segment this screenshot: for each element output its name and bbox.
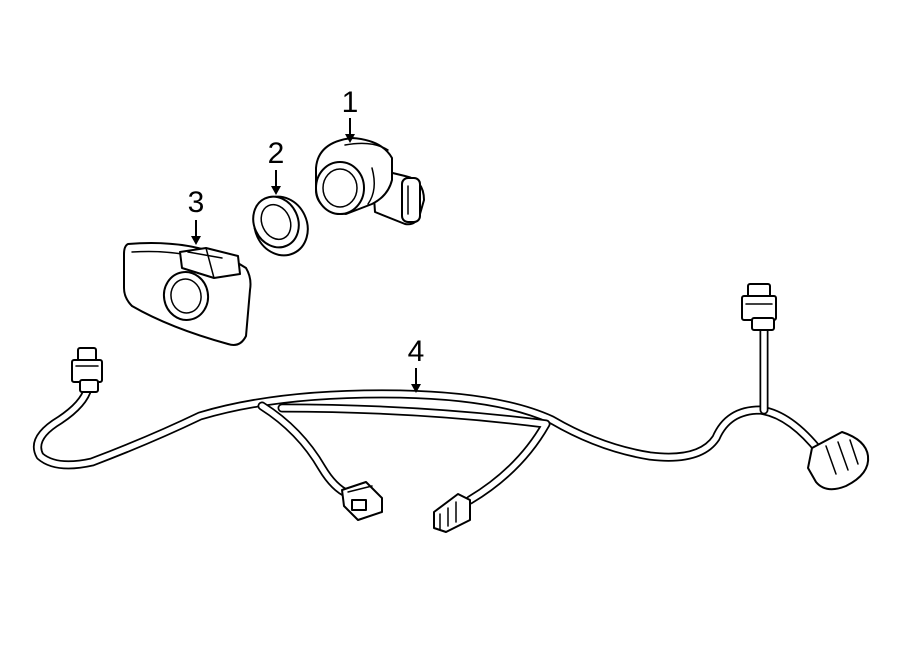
harness-connector-top-right — [741, 283, 777, 331]
part-4-wiring-harness[interactable] — [33, 283, 870, 533]
callout-2: 2 — [268, 137, 285, 195]
part-1-sensor[interactable] — [315, 137, 425, 226]
callout-1: 1 — [342, 86, 359, 143]
callout-label-3: 3 — [188, 186, 205, 219]
callout-label-2: 2 — [268, 137, 285, 170]
callout-3: 3 — [188, 186, 205, 245]
harness-connector-left — [71, 347, 103, 393]
callout-4: 4 — [408, 335, 425, 393]
harness-connector-center-right — [433, 493, 471, 533]
harness-connector-center-left — [341, 481, 383, 521]
harness-connector-main — [807, 431, 870, 491]
callout-label-4: 4 — [408, 335, 425, 368]
callout-label-1: 1 — [342, 86, 359, 119]
part-2-ring[interactable] — [245, 188, 317, 264]
part-3-bracket[interactable] — [123, 242, 252, 346]
